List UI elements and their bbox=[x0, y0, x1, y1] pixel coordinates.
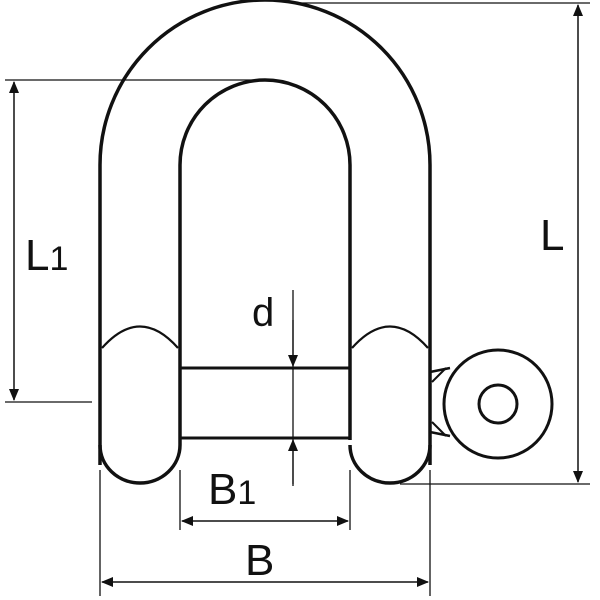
right-leg-bottom bbox=[348, 444, 432, 485]
left-eye-curve bbox=[101, 325, 179, 349]
pin-neck-top bbox=[429, 366, 451, 374]
label-b1-subscript: 1 bbox=[237, 474, 256, 512]
label-b: B bbox=[245, 536, 274, 585]
label-b1: B1 bbox=[208, 465, 256, 514]
label-d: d bbox=[252, 291, 274, 335]
label-l1: L1 bbox=[25, 231, 68, 280]
label-l: L bbox=[540, 211, 564, 260]
shackle-outer-outline bbox=[98, 0, 432, 465]
pin-neck-bottom bbox=[429, 430, 451, 438]
pin-neck-cross-2 bbox=[431, 421, 447, 437]
pin-neck-cross-1 bbox=[431, 367, 447, 383]
label-l1-main: L bbox=[25, 231, 49, 280]
right-eye-curve bbox=[351, 325, 429, 349]
left-leg-bottom bbox=[98, 440, 182, 485]
label-l1-subscript: 1 bbox=[49, 240, 68, 278]
pin-eye-hole bbox=[477, 383, 519, 425]
label-b1-main: B bbox=[208, 465, 237, 514]
shackle-inner-outline bbox=[178, 78, 352, 440]
